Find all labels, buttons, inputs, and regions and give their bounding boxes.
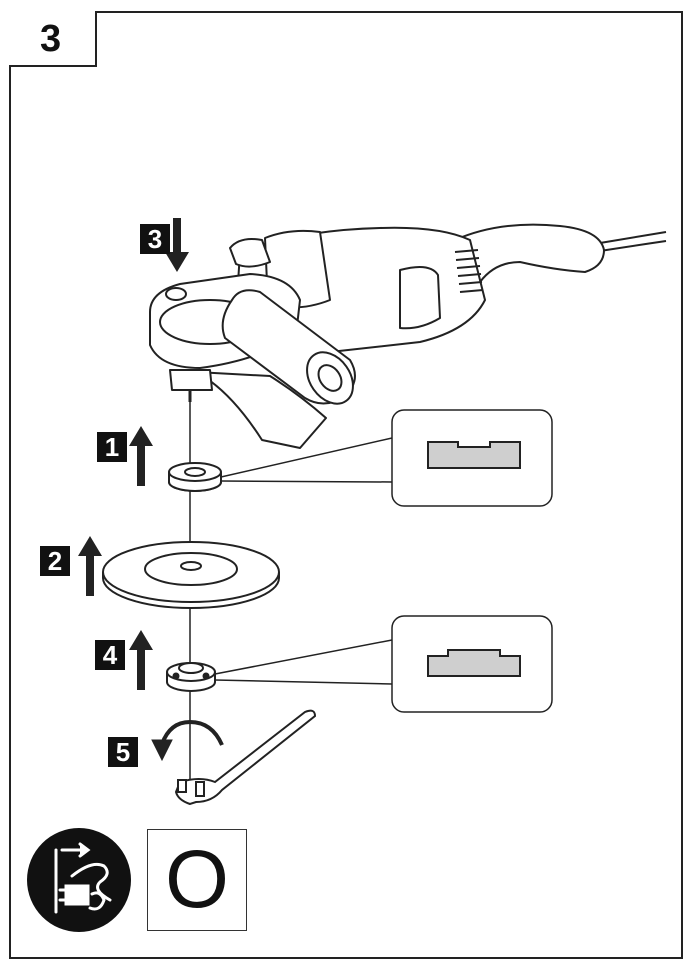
clamping-nut-icon (166, 662, 216, 692)
step-label-1: 1 (97, 432, 127, 462)
pin-spanner-icon (174, 709, 317, 806)
arrow-down-icon (165, 218, 189, 272)
rotate-counterclockwise-icon (151, 719, 224, 762)
angle-grinder-icon (149, 223, 667, 449)
figure-frame (9, 11, 683, 959)
step-label-2: 2 (40, 546, 70, 576)
flange-detail-callout (220, 409, 553, 507)
step-label-5: 5 (108, 737, 138, 767)
arrow-up-icon (129, 426, 153, 486)
step-label-3: 3 (140, 224, 170, 254)
nut-detail-callout (214, 615, 553, 713)
switch-off-indicator: O (147, 829, 247, 931)
grinding-disc-icon (102, 541, 280, 609)
figure-number: 3 (40, 18, 62, 60)
arrow-up-icon (78, 536, 102, 596)
unplug-power-icon (27, 828, 131, 932)
step-label-4: 4 (95, 640, 125, 670)
arrow-up-icon (129, 630, 153, 690)
inner-flange-icon (168, 462, 222, 492)
switch-off-symbol: O (165, 834, 229, 925)
